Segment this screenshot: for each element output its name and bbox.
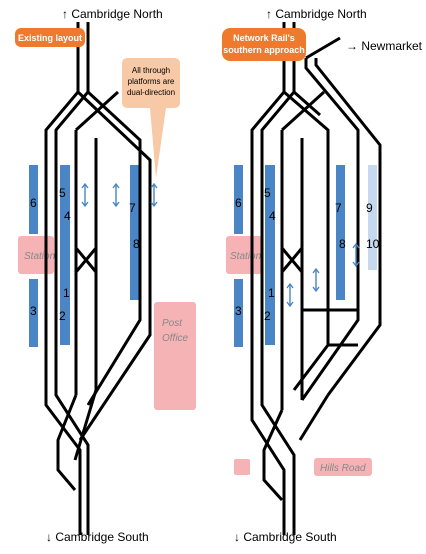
pnum-8-right: 8	[339, 237, 346, 251]
newmarket-label: → Newmarket	[346, 39, 423, 53]
north-label-left: ↑ Cambridge North	[62, 7, 163, 21]
platform-9-10	[368, 165, 377, 270]
pnum-4-right: 4	[269, 209, 276, 223]
existing-layout-tag	[15, 28, 85, 47]
pnum-5-right: 5	[264, 186, 271, 200]
post-office-building	[154, 302, 196, 410]
post-office-label-1: Post	[162, 318, 183, 329]
south-label-left: ↓ Cambridge South	[46, 530, 149, 544]
callout-bubble	[122, 58, 180, 178]
platform-6-right	[234, 165, 243, 234]
pnum-5-left: 5	[59, 186, 66, 200]
callout-line-3: dual-direction	[127, 88, 175, 97]
pnum-3-right: 3	[235, 304, 242, 318]
station-label-right: Station	[230, 251, 262, 262]
hills-road-building	[314, 458, 372, 476]
pnum-9-right: 9	[366, 201, 373, 215]
hills-road-label: Hills Road	[320, 463, 366, 474]
platform-island-1-left	[60, 165, 70, 345]
pnum-2-right: 2	[264, 309, 271, 323]
platform-island-1-right	[265, 165, 275, 345]
platform-6-left	[29, 165, 38, 234]
existing-layout-label: Existing layout	[18, 33, 82, 43]
platform-7-8-left	[130, 165, 139, 300]
pnum-6-left: 6	[30, 196, 37, 210]
pnum-10-right: 10	[366, 237, 380, 251]
network-rail-label-2: southern approach	[223, 45, 305, 55]
network-rail-label-1: Network Rail's	[233, 33, 295, 43]
pnum-1-right: 1	[268, 286, 275, 300]
pnum-3-left: 3	[30, 304, 37, 318]
pnum-8-left: 8	[133, 237, 140, 251]
callout-line-1: All through	[132, 66, 170, 75]
pnum-7-right: 7	[335, 201, 342, 215]
platform-3-right	[234, 279, 243, 347]
south-label-right: ↓ Cambridge South	[234, 530, 337, 544]
pnum-1-left: 1	[63, 286, 70, 300]
station-label-left: Station	[24, 251, 56, 262]
pnum-7-left: 7	[129, 201, 136, 215]
network-rail-tag	[222, 28, 306, 61]
callout-line-2: platforms are	[128, 77, 175, 86]
hills-road-marker	[234, 459, 250, 475]
bidirectional-arrows-right	[286, 242, 360, 308]
tracks-left	[44, 22, 152, 535]
post-office-label-2: Office	[162, 333, 189, 344]
bidirectional-arrows-left	[81, 182, 158, 208]
pnum-6-right: 6	[235, 196, 242, 210]
north-label-right: ↑ Cambridge North	[266, 7, 367, 21]
platform-3-left	[29, 279, 38, 347]
tracks-right	[250, 22, 382, 535]
pnum-2-left: 2	[59, 309, 66, 323]
platform-7-8-right	[336, 165, 345, 300]
pnum-4-left: 4	[64, 209, 71, 223]
